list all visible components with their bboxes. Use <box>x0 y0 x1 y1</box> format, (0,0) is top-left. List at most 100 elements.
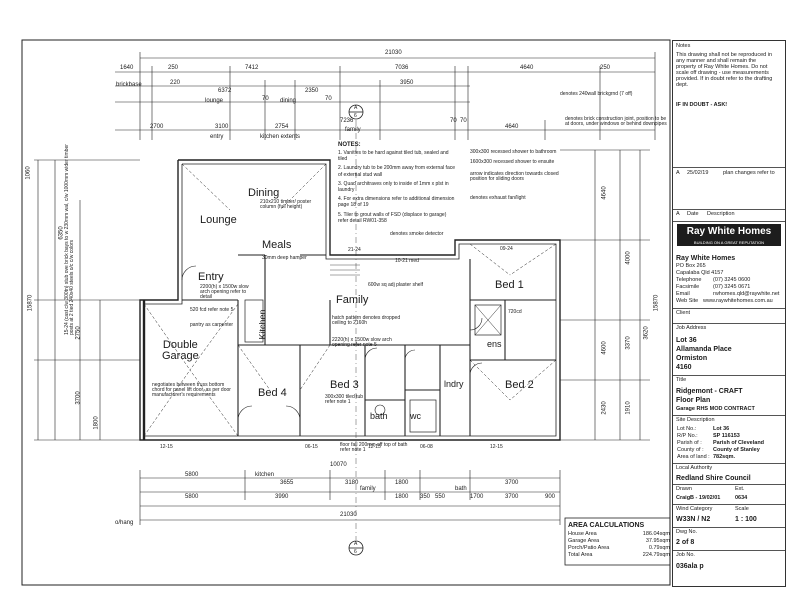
dim-bottom-1: 5800 <box>185 472 199 478</box>
brand-name: Ray White Homes <box>686 226 772 237</box>
window-code-3: 09-24 <box>500 246 513 252</box>
tb-doubt: IF IN DOUBT - ASK! <box>676 102 728 108</box>
tb-client-label: Client <box>676 310 691 316</box>
tb-email-label: Email <box>676 291 690 297</box>
wc-pan <box>374 404 386 416</box>
bath-tub <box>409 399 437 433</box>
room-bed1: Bed 1 <box>495 279 524 291</box>
tb-drawn-label: Drawn <box>676 486 692 492</box>
title-block: Notes This drawing shall not be reproduc… <box>672 40 786 587</box>
area-value: 186.04sqm <box>642 531 670 537</box>
tb-title-3: Garage RHS MOD CONTRACT <box>676 406 755 412</box>
kitchen-bench <box>244 299 264 343</box>
room-dining: Dining <box>248 187 280 199</box>
room-lounge: Lounge <box>200 214 237 226</box>
area-label: House Area <box>568 531 597 537</box>
room-kitchen: Kitchen <box>257 309 268 340</box>
tb-site-k-3: Parish of : <box>677 440 702 446</box>
brand-tagline: BUILDING ON A GREAT REPUTATION <box>693 240 765 245</box>
tb-phone: (07) 3245 0600 <box>713 277 751 283</box>
dim-right-2: 4000 <box>625 251 632 265</box>
room-double-garage: Double Garage <box>162 339 199 362</box>
label-bath-bottom: bath <box>455 486 467 492</box>
section-marker-bottom-letter: A <box>354 541 358 547</box>
dim-bottom-r2-7: 3700 <box>505 494 519 500</box>
dim-right-6: 2430 <box>601 401 608 415</box>
tb-divider <box>673 415 785 416</box>
label-brickbase: brickbase <box>116 82 142 88</box>
tb-email: rwhomes.qld@raywhite.net <box>713 291 780 297</box>
note-2: 2. Laundry tub to be 200mm away from ext… <box>338 165 456 178</box>
tb-council: Redland Shire Council <box>676 475 751 482</box>
plan-note-fcd-1: 520 fcd refer note 5 <box>190 307 234 313</box>
tb-title-label: Title <box>676 377 687 383</box>
tb-divider <box>673 463 785 464</box>
dropped-ceiling-hatch <box>330 264 360 276</box>
window-code-4: 06-15 <box>305 444 318 450</box>
window-code-2: 21-24 <box>348 247 361 253</box>
plan-note-tiled-tub: 300x300 tiled tub refer note 1 <box>325 394 364 405</box>
area-label: Total Area <box>568 552 593 558</box>
tb-ext: 0634 <box>735 495 748 501</box>
tb-scale-label: Scale <box>735 506 749 512</box>
room-family: Family <box>336 294 369 306</box>
tb-divider <box>673 484 785 485</box>
left-dimension-lines <box>34 159 140 441</box>
dim-top-r3-4: 7236 <box>340 118 354 124</box>
dim-bottom-r2-2: 3990 <box>275 494 289 500</box>
tb-job-no-label: Job No. <box>676 552 695 558</box>
dim-top-3: 7412 <box>245 65 259 71</box>
label-entry-dim: entry <box>210 134 224 140</box>
tb-fax: (07) 3245 0671 <box>713 284 751 290</box>
dim-bottom-r2-6: 1700 <box>470 494 484 500</box>
label-family-bottom: family <box>360 486 376 492</box>
ceiling-hip-lines <box>143 163 557 437</box>
dim-right-1: 4640 <box>601 186 608 200</box>
legend-brick-veneer: denotes 240wall brickgrnd (7 off) <box>560 91 633 97</box>
tb-dwg-label: Dwg No. <box>676 529 698 535</box>
tb-notes-text: This drawing shall not be reproduced in … <box>676 52 773 88</box>
dim-bottom-3: 3655 <box>280 480 294 486</box>
room-meals: Meals <box>262 239 292 251</box>
area-label: Garage Area <box>568 538 600 544</box>
tb-job-line-4: 4160 <box>676 364 692 371</box>
tb-scale: 1 : 100 <box>735 516 757 523</box>
tb-wind-label: Wind Category <box>676 506 713 512</box>
tb-company: Ray White Homes <box>676 255 736 262</box>
dim-left-3: 3700 <box>75 391 82 405</box>
tb-title-2: Floor Plan <box>676 397 711 404</box>
tb-site-k-1: Lot No.: <box>677 426 697 432</box>
dim-bottom-2: kitchen <box>255 472 275 478</box>
notes-title: NOTES: <box>338 142 361 148</box>
tb-site-label: Site Description <box>676 417 715 423</box>
note-4: 4. For extra dimensions refer to additio… <box>338 196 455 209</box>
tb-rev-head-a: A <box>676 211 680 217</box>
tb-divider <box>673 221 785 222</box>
section-marker-top-letter: A <box>354 105 358 111</box>
tb-rev-letter: A <box>676 170 680 176</box>
room-bed2: Bed 2 <box>505 379 534 391</box>
room-bed4: Bed 4 <box>258 387 287 399</box>
dim-bottom-r2-8: 900 <box>545 494 556 500</box>
tb-divider <box>673 323 785 324</box>
right-dimension-lines <box>560 149 650 441</box>
tb-address-1: PO Box 265 <box>676 263 706 269</box>
tb-ext-label: Ext. <box>735 486 745 492</box>
ensuite-shower <box>474 304 502 336</box>
dim-right-5: 3620 <box>643 326 650 340</box>
legend-smoke: denotes smoke detector <box>390 231 444 237</box>
legend-sliding-arrow: arrow indicates direction towards closed… <box>470 171 559 182</box>
dim-top-2: 250 <box>168 65 179 71</box>
dim-top-r3-5: 4640 <box>505 124 519 130</box>
plan-note-arch-2: 2220(h) x 1500w slow arch opening refer … <box>332 337 392 348</box>
tb-rev-date: 25/02/19 <box>687 170 709 176</box>
top-dimension-lines <box>115 52 656 140</box>
label-overhang: o/hang <box>115 520 134 526</box>
dim-bottom-5: 1800 <box>395 480 409 486</box>
tb-fax-label: Facsimile <box>676 284 700 290</box>
tb-drawn: CraigB - 19/02/01 <box>676 495 721 501</box>
dim-top-r2-3: 70 <box>262 96 269 102</box>
